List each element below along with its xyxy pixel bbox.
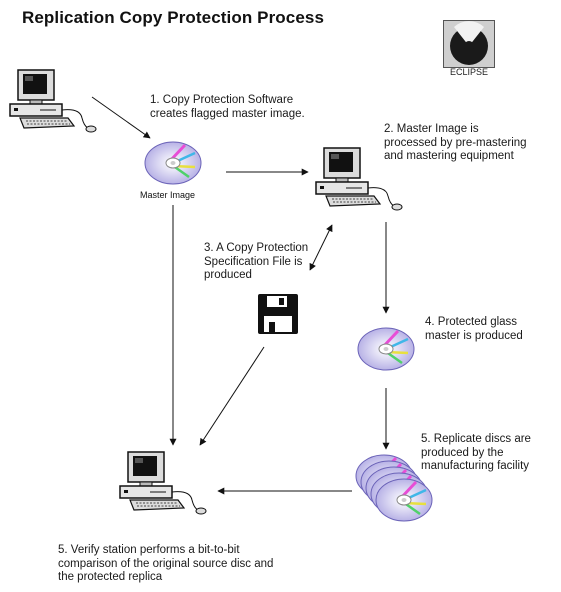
glass-master-disc-icon xyxy=(356,326,416,372)
step-4-caption: 4. Protected glass master is produced xyxy=(425,316,523,342)
master-image-disc-icon xyxy=(143,140,203,186)
verify-station-computer-icon xyxy=(119,451,207,515)
logo-text: ECLIPSE xyxy=(449,67,489,77)
source-computer-icon xyxy=(9,69,97,133)
page-title: Replication Copy Protection Process xyxy=(22,8,325,27)
step-5b-caption: 5. Verify station performs a bit-to-bit … xyxy=(58,544,274,583)
step-1-caption: 1. Copy Protection Software creates flag… xyxy=(150,94,305,120)
master-image-label: Master Image xyxy=(140,190,196,200)
step-3-caption: 3. A Copy Protection Specification File … xyxy=(204,242,309,281)
arrow-computer-to-master xyxy=(91,96,151,139)
floppy-disk-icon xyxy=(258,294,298,334)
eclipse-logo: ECLIPSE xyxy=(443,20,495,80)
step-2-caption: 2. Master Image is processed by pre-mast… xyxy=(384,123,527,162)
arrow-spec-file-bidirectional xyxy=(309,224,333,271)
arrow-spec-to-verify xyxy=(199,346,265,446)
step-5a-caption: 5. Replicate discs are produced by the m… xyxy=(421,433,531,472)
logo-graphic xyxy=(443,20,495,68)
